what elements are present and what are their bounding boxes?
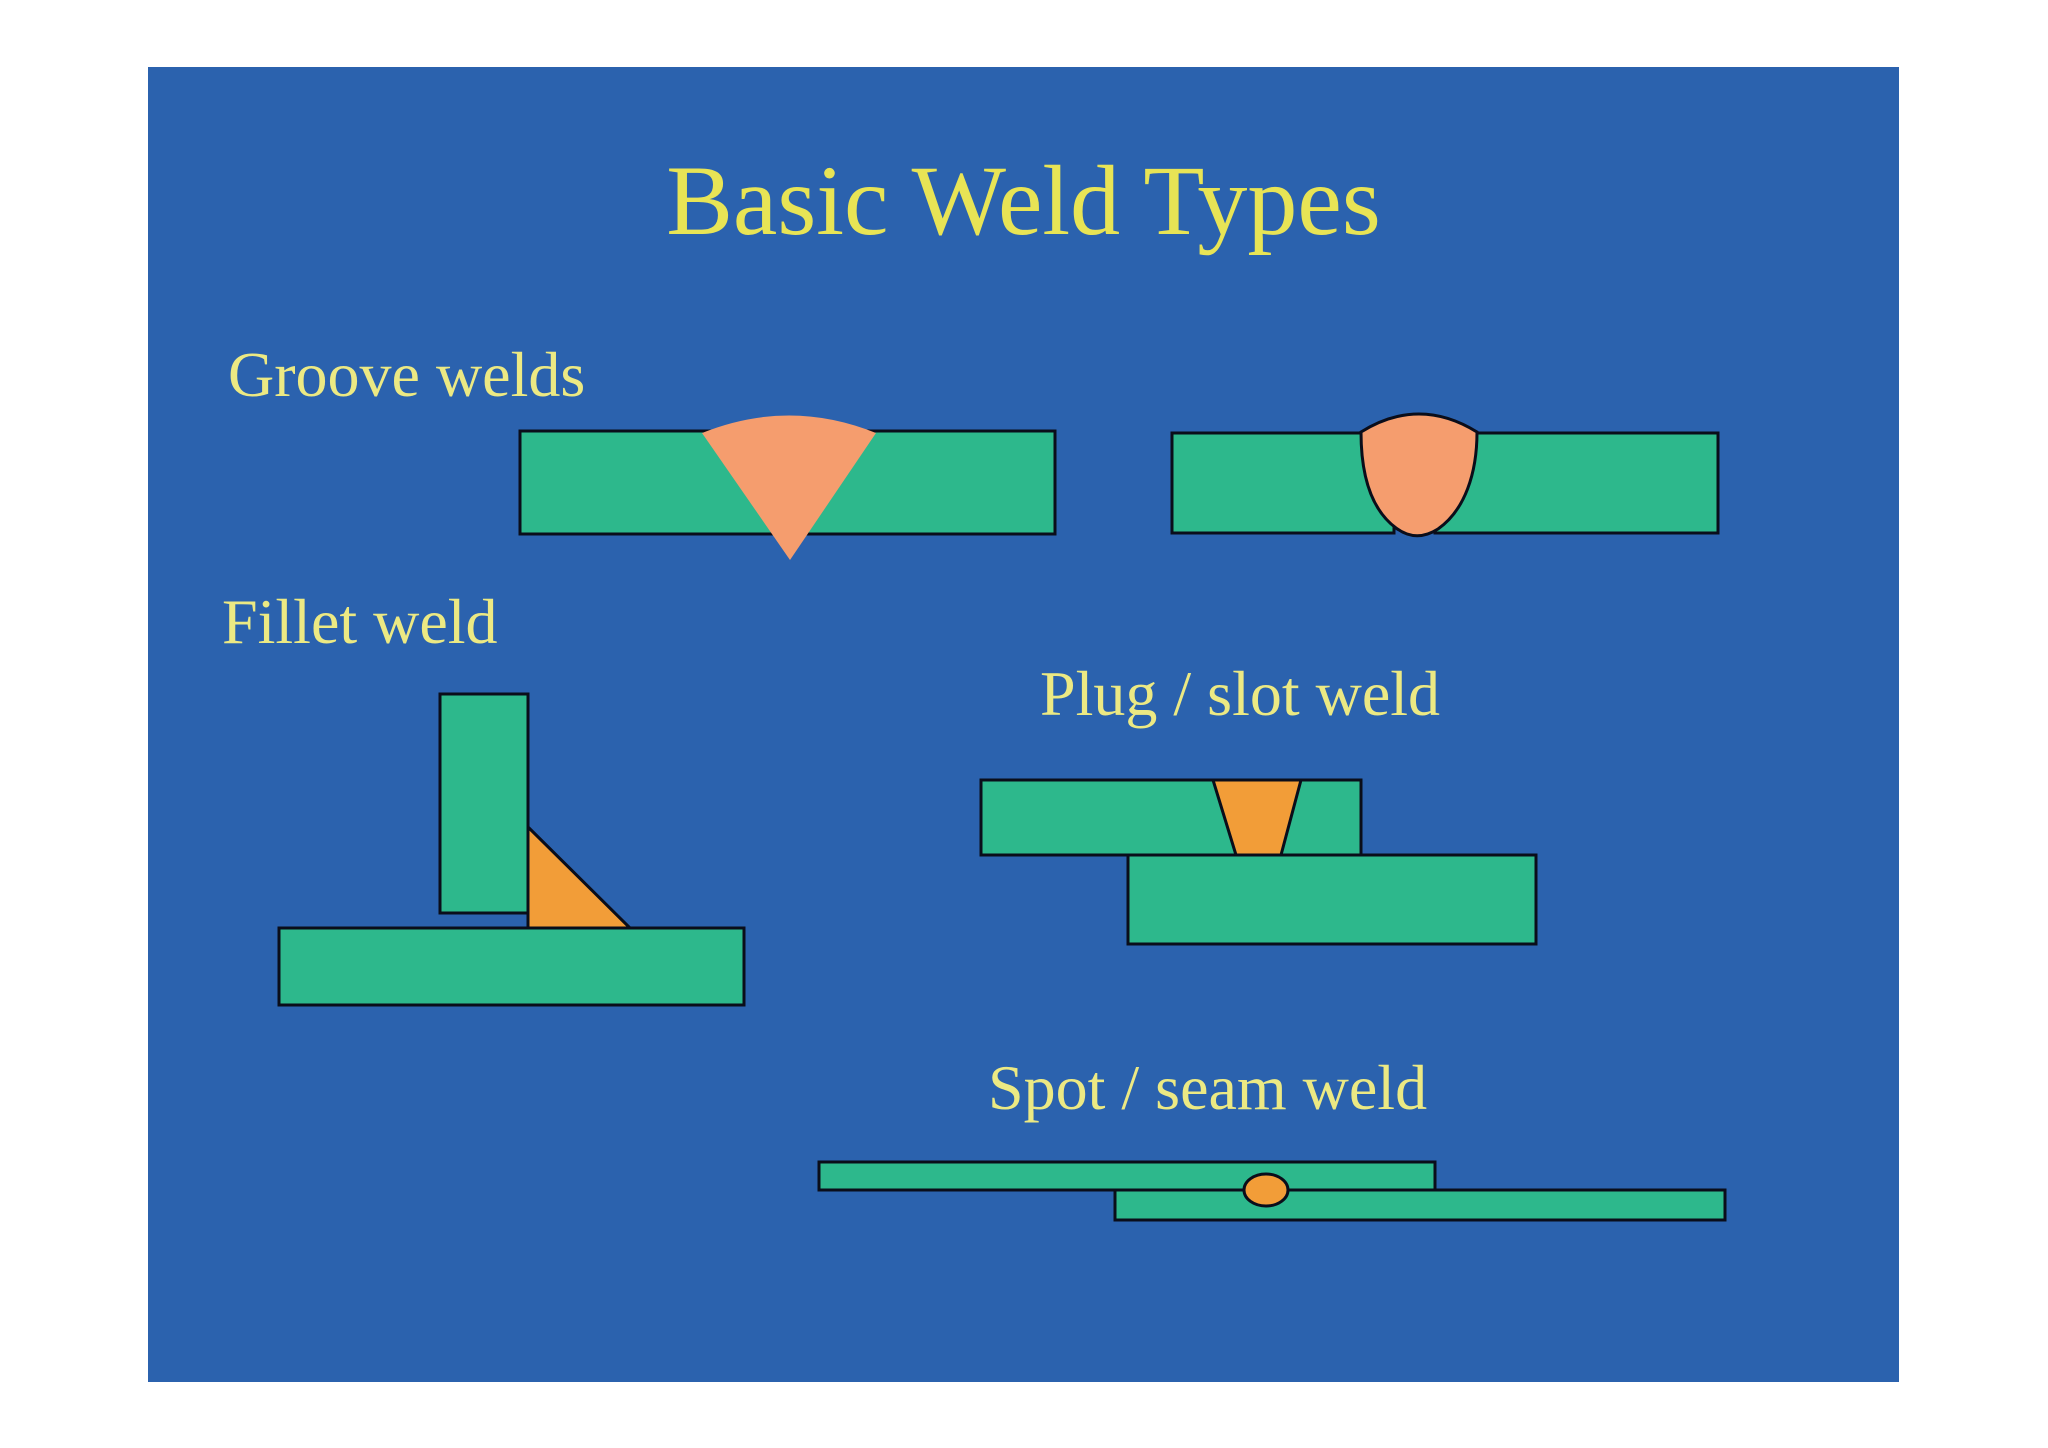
v-groove-weld-diagram — [518, 415, 1057, 560]
plug-slot-weld-diagram — [979, 778, 1538, 946]
slide-title: Basic Weld Types — [666, 145, 1381, 256]
plug-slot-weld-label: Plug / slot weld — [1040, 658, 1441, 729]
groove-welds-label: Groove welds — [228, 339, 586, 410]
plug-weld-trapezoid-shape — [1210, 778, 1303, 857]
fillet-weld-triangle-shape — [526, 823, 634, 930]
v-groove-weld-shape — [702, 415, 876, 560]
spot-seam-weld-label: Spot / seam weld — [988, 1052, 1428, 1123]
fillet-vertical-plate — [438, 692, 530, 915]
spot-lower-strip — [1113, 1188, 1727, 1222]
u-groove-weld-diagram — [1170, 412, 1720, 538]
u-groove-weld-bead-shape — [1359, 412, 1479, 538]
fillet-weld-diagram — [277, 692, 746, 1007]
u-groove-left-plate — [1170, 431, 1396, 535]
v-groove-right-plate — [803, 429, 1057, 536]
spot-seam-weld-diagram — [817, 1160, 1727, 1222]
spot-upper-strip — [817, 1160, 1437, 1192]
plug-upper-plate — [979, 778, 1363, 857]
plug-lower-plate — [1126, 853, 1538, 946]
spot-weld-nugget-shape — [1242, 1172, 1290, 1208]
fillet-horizontal-plate — [277, 926, 746, 1007]
fillet-weld-label: Fillet weld — [222, 586, 498, 657]
